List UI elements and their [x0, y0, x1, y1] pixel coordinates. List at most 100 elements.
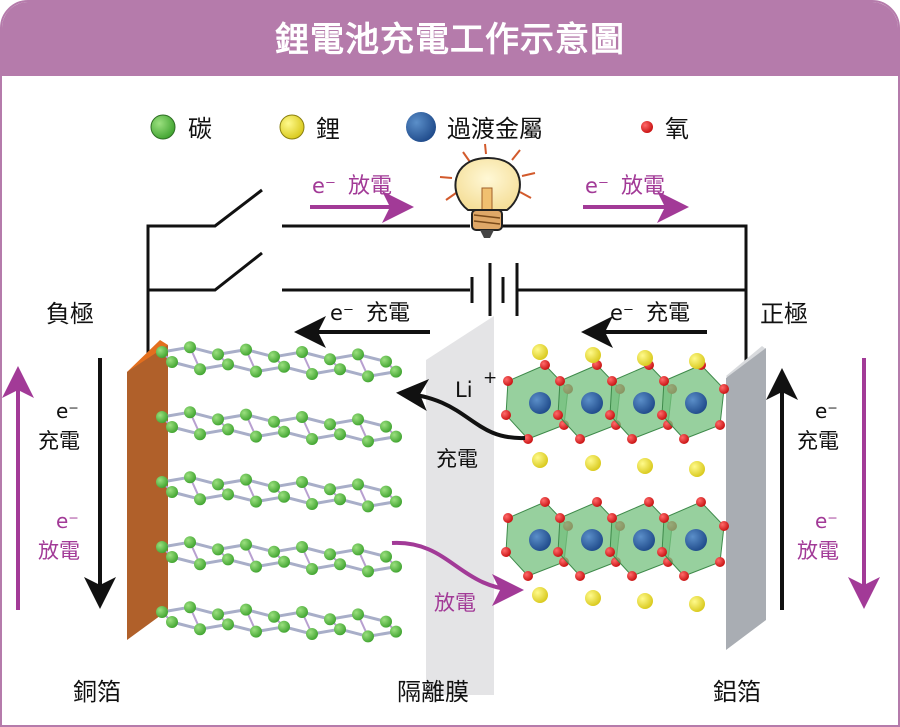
ion-charge-arrow	[396, 379, 526, 441]
carbon-atom	[380, 550, 392, 563]
metal-oxide-layer	[501, 497, 729, 581]
oxygen-atom	[503, 513, 513, 523]
oxygen-atom	[540, 360, 550, 370]
carbon-atom	[156, 346, 168, 358]
carbon-atom	[250, 365, 262, 378]
left-charge-label: 充電	[38, 429, 80, 453]
carbon-atom	[240, 603, 252, 616]
carbon-atom	[156, 541, 168, 553]
carbon-atom	[380, 420, 392, 433]
svg-text:Li: Li	[455, 378, 473, 402]
carbon-atom	[194, 363, 206, 376]
carbon-atom	[222, 423, 234, 436]
carbon-atom	[390, 560, 402, 573]
svg-text:e⁻: e⁻	[330, 301, 354, 325]
legend-item-oxygen: 氧	[641, 115, 689, 143]
carbon-atom	[296, 476, 308, 488]
oxygen-atom	[715, 557, 725, 567]
circuit	[146, 188, 748, 365]
carbon-atom	[166, 486, 178, 498]
negative-electrode-label: 負極	[46, 300, 94, 328]
svg-text:充電: 充電	[646, 301, 690, 326]
oxygen-atom	[501, 410, 511, 420]
right-discharge-label: 放電	[797, 539, 839, 563]
carbon-atom	[324, 353, 336, 366]
legend-item-transition-metal: 過渡金屬	[406, 112, 543, 143]
oxygen-atom	[575, 571, 585, 581]
carbon-atom	[212, 543, 224, 556]
svg-text:e⁻: e⁻	[610, 301, 634, 325]
carbon-atom	[390, 495, 402, 508]
carbon-atom	[324, 418, 336, 431]
discharge-label-left: e⁻ 放電	[312, 174, 392, 199]
page-title: 鋰電池充電工作示意圖	[275, 20, 625, 60]
left-discharge-label: 放電	[38, 539, 80, 563]
carbon-atom	[250, 560, 262, 573]
oxygen-atom	[501, 547, 511, 557]
carbon-atom	[222, 618, 234, 631]
aluminum-foil-label: 鋁箔	[713, 678, 761, 706]
carbon-atom	[380, 485, 392, 498]
carbon-atom	[222, 488, 234, 501]
carbon-atom	[334, 363, 346, 376]
transition-metal-atom	[685, 529, 707, 551]
carbon-atom	[268, 545, 280, 558]
oxygen-atom	[657, 410, 667, 420]
discharge-label-right: e⁻ 放電	[585, 174, 665, 199]
carbon-atom	[380, 615, 392, 628]
oxygen-atom	[644, 497, 654, 507]
carbon-atom	[250, 430, 262, 443]
ion-discharge-arrow	[391, 540, 524, 606]
oxygen-atom	[605, 547, 615, 557]
carbon-atom	[362, 370, 374, 383]
carbon-atom	[390, 625, 402, 638]
cathode-layers	[501, 344, 729, 612]
carbon-atom	[352, 348, 364, 361]
graphite-layers	[156, 341, 402, 643]
transition-metal-atom	[529, 529, 551, 551]
carbon-atom	[212, 413, 224, 426]
carbon-atom	[306, 563, 318, 575]
transition-metal-atom	[685, 392, 707, 414]
legend-item-carbon: 碳	[150, 114, 212, 143]
graphene-sheet	[156, 536, 402, 578]
legend-label: 碳	[188, 115, 212, 143]
carbon-atom	[250, 495, 262, 508]
oxygen-atom	[657, 547, 667, 557]
lithium-atom	[585, 347, 601, 363]
carbon-atom	[212, 478, 224, 491]
carbon-atom	[324, 613, 336, 626]
oxygen-atom	[523, 571, 533, 581]
carbon-atom	[306, 368, 318, 380]
carbon-atom-icon	[150, 114, 176, 140]
legend-item-lithium: 鋰	[279, 114, 340, 143]
separator-label: 隔離膜	[397, 678, 469, 706]
lithium-atom	[532, 344, 548, 360]
transition-metal-atom	[633, 529, 655, 551]
carbon-atom	[240, 473, 252, 486]
right-charge-label: 充電	[797, 429, 839, 453]
carbon-atom	[352, 478, 364, 491]
lithium-atom	[689, 461, 705, 477]
oxygen-atom	[627, 571, 637, 581]
carbon-atom	[352, 608, 364, 621]
lithium-atom	[585, 590, 601, 606]
oxygen-atom	[696, 497, 706, 507]
oxygen-atom	[607, 376, 617, 386]
right-discharge-carrier: e⁻	[815, 509, 838, 533]
svg-text:放電: 放電	[621, 174, 665, 199]
header-bar: 鋰電池充電工作示意圖	[2, 2, 898, 76]
oxygen-atom	[575, 434, 585, 444]
oxygen-atom-icon	[641, 121, 653, 133]
svg-text:e⁻: e⁻	[585, 174, 609, 198]
lithium-atom	[637, 458, 653, 474]
lithium-atom	[689, 596, 705, 612]
carbon-atom	[296, 346, 308, 358]
legend-label: 氧	[665, 115, 689, 143]
carbon-atom	[156, 476, 168, 488]
oxygen-atom	[627, 434, 637, 444]
lithium-atom	[637, 350, 653, 366]
left-charge-carrier: e⁻	[56, 399, 79, 423]
oxygen-atom	[592, 497, 602, 507]
lithium-atom	[585, 455, 601, 471]
